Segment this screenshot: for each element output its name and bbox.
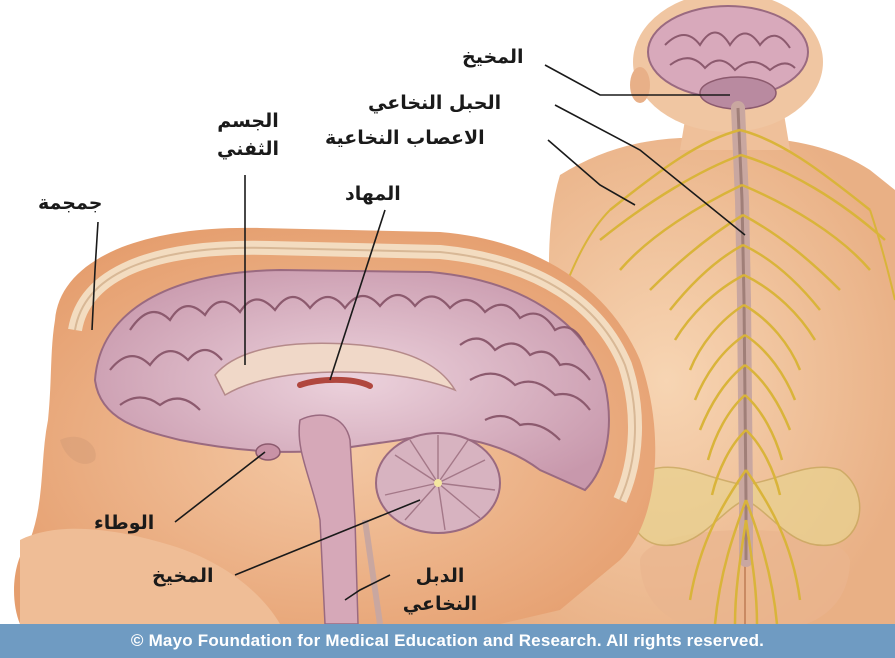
- label-thalamus: المهاد: [345, 183, 401, 207]
- head-cross-section: [14, 228, 655, 624]
- copyright-footer: © Mayo Foundation for Medical Education …: [0, 624, 895, 658]
- label-skull: جمجمة: [38, 192, 102, 216]
- label-spinal-cord-bottom-line1: الدبل: [390, 565, 490, 589]
- label-corpus-callosum-line1: الجسم: [203, 110, 293, 134]
- label-spinal-nerves: الاعصاب النخاعية: [325, 127, 485, 151]
- label-spinal-cord-bottom-line2: النخاعي: [390, 593, 490, 617]
- hypothalamus-shape: [256, 444, 280, 460]
- label-cerebellum: المخيخ: [152, 565, 214, 589]
- label-brain-top: المخيخ: [462, 46, 524, 70]
- label-hypothalamus: الوطاء: [94, 512, 154, 536]
- label-corpus-callosum-line2: الثفني: [203, 138, 293, 162]
- label-spinal-cord-top: الحبل النخاعي: [368, 92, 501, 116]
